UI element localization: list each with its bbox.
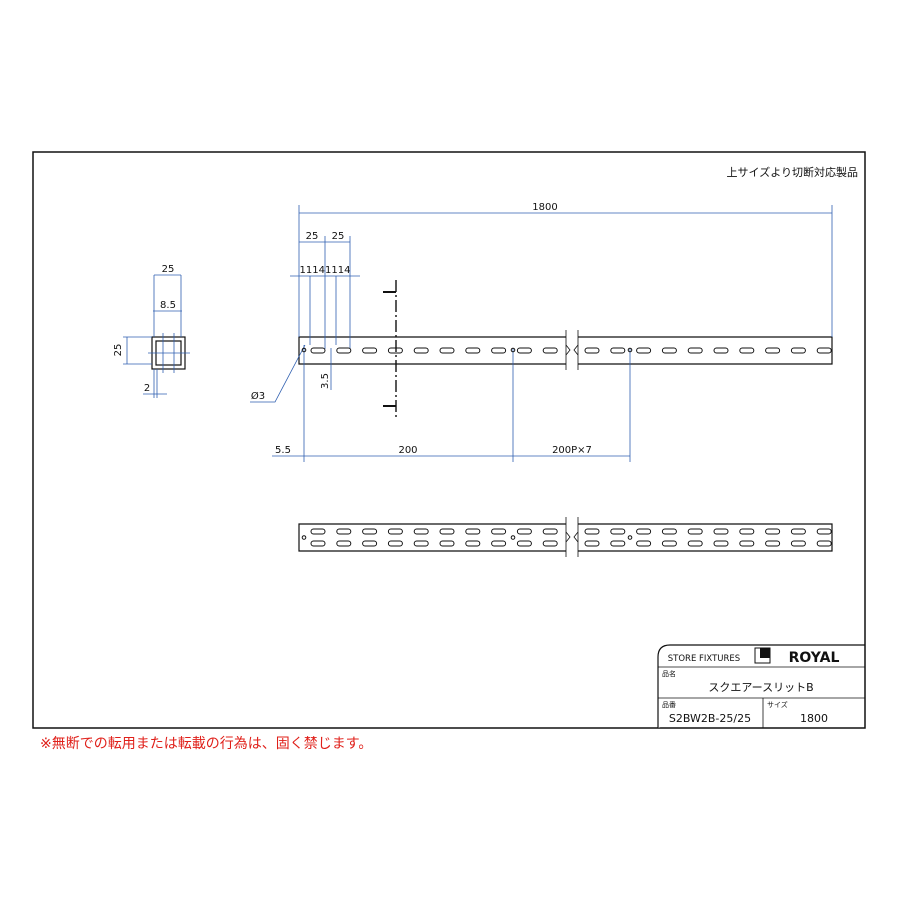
front-view: 1800 25 25 11141114 Ø3 3.5 5.5 200 200P×…: [250, 202, 833, 462]
slot: [584, 540, 600, 547]
slot: [636, 528, 652, 535]
slot: [362, 540, 378, 547]
slot: [816, 540, 832, 547]
dim-slot-height: 3.5: [320, 373, 331, 389]
product-code-label: 品番: [662, 701, 676, 709]
slot: [336, 528, 352, 535]
slot: [310, 540, 326, 547]
slot: [465, 528, 481, 535]
slot: [491, 540, 507, 547]
drawing-frame: [32, 151, 866, 729]
slot: [413, 540, 429, 547]
slot: [610, 528, 626, 535]
slot: [713, 347, 729, 354]
slot: [439, 347, 455, 354]
slot: [765, 528, 781, 535]
slot: [336, 540, 352, 547]
rear-view: [298, 517, 833, 557]
slot: [542, 540, 558, 547]
slot: [310, 347, 326, 354]
slot: [387, 540, 403, 547]
slot: [713, 528, 729, 535]
slot: [687, 347, 703, 354]
slot: [739, 347, 755, 354]
hole: [627, 535, 633, 540]
section-view: 25 8.5 25 2: [113, 264, 190, 398]
product-name-label: 品名: [662, 669, 676, 678]
slot: [790, 540, 806, 547]
slot: [687, 540, 703, 547]
slot: [790, 347, 806, 354]
dim-section-height: 25: [113, 344, 124, 357]
slot: [362, 347, 378, 354]
slot: [610, 540, 626, 547]
slot: [465, 540, 481, 547]
size-value: 1800: [800, 712, 828, 725]
product-code: S2BW2B-25/25: [669, 712, 751, 725]
slot: [491, 528, 507, 535]
slot: [542, 528, 558, 535]
brand-royal: ROYAL: [789, 650, 840, 666]
dim-section-thickness: 2: [144, 383, 150, 394]
slot: [516, 540, 532, 547]
title-block: STORE FIXTURES ROYAL 品名 スクエアースリットB 品番 S2…: [657, 644, 865, 728]
dim-total-length: 1800: [532, 202, 557, 213]
hole: [510, 535, 516, 540]
dim-first-hole: 200: [398, 445, 417, 456]
dim-section-slot: 8.5: [160, 300, 176, 311]
slot: [362, 528, 378, 535]
hole: [301, 347, 307, 353]
slot: [516, 528, 532, 535]
dim-hole-pitch: 200P×7: [552, 445, 592, 456]
slot: [687, 528, 703, 535]
slot: [739, 528, 755, 535]
dim-pitch-b: 25: [332, 231, 345, 242]
slot: [661, 540, 677, 547]
slot: [765, 347, 781, 354]
slot: [661, 528, 677, 535]
product-name: スクエアースリットB: [708, 681, 813, 694]
dim-hole-diameter: Ø3: [251, 390, 265, 402]
slot: [465, 347, 481, 354]
slot: [387, 347, 403, 354]
hole: [627, 347, 633, 353]
hole: [301, 535, 307, 540]
slot: [584, 347, 600, 354]
slot: [413, 528, 429, 535]
size-label: サイズ: [767, 700, 788, 709]
brand-store-fixtures: STORE FIXTURES: [668, 654, 740, 664]
slot: [491, 347, 507, 354]
dim-slot-detail: 11141114: [300, 265, 351, 276]
top-note: 上サイズより切断対応製品: [726, 166, 858, 179]
slot: [661, 347, 677, 354]
slot: [336, 347, 352, 354]
slot: [542, 347, 558, 354]
slot: [516, 347, 532, 354]
slot: [310, 528, 326, 535]
slot: [765, 540, 781, 547]
slot: [610, 347, 626, 354]
slot: [387, 528, 403, 535]
slot: [413, 347, 429, 354]
slot: [816, 528, 832, 535]
slot: [636, 347, 652, 354]
dim-edge-offset: 5.5: [275, 445, 291, 456]
hole: [510, 347, 516, 353]
slot: [636, 540, 652, 547]
slot: [584, 528, 600, 535]
copyright-note: ※無断での転用または転載の行為は、固く禁じます。: [40, 736, 373, 752]
slot: [790, 528, 806, 535]
slot: [713, 540, 729, 547]
slot: [816, 347, 832, 354]
dim-pitch-a: 25: [306, 231, 319, 242]
slot: [439, 540, 455, 547]
slot: [739, 540, 755, 547]
slot: [439, 528, 455, 535]
dim-section-width: 25: [162, 264, 175, 275]
